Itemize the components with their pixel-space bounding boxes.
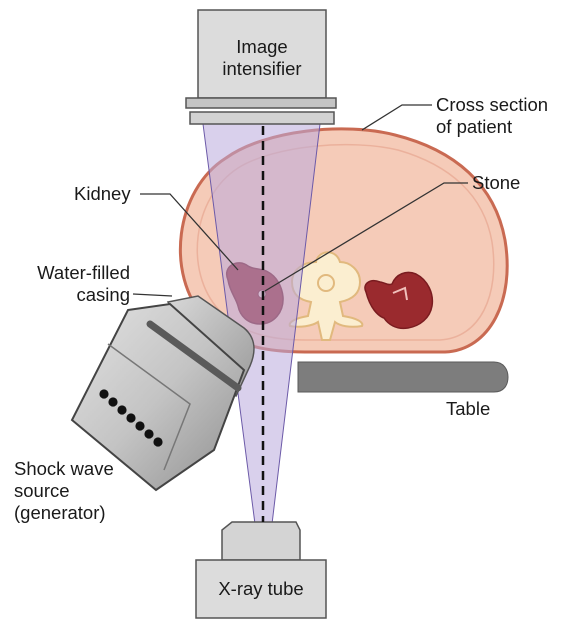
label-xray-tube: X-ray tube <box>196 578 326 600</box>
table-slab <box>298 362 508 392</box>
label-cross-section: Cross section of patient <box>436 94 548 138</box>
label-table: Table <box>446 398 490 420</box>
label-stone: Stone <box>472 172 520 194</box>
xray-tube <box>196 522 326 618</box>
label-kidney: Kidney <box>74 183 131 205</box>
label-image-intensifier: Image intensifier <box>214 36 310 80</box>
label-shock-wave-source: Shock wave source (generator) <box>14 458 114 524</box>
label-water-filled-casing: Water-filled casing <box>22 262 130 306</box>
